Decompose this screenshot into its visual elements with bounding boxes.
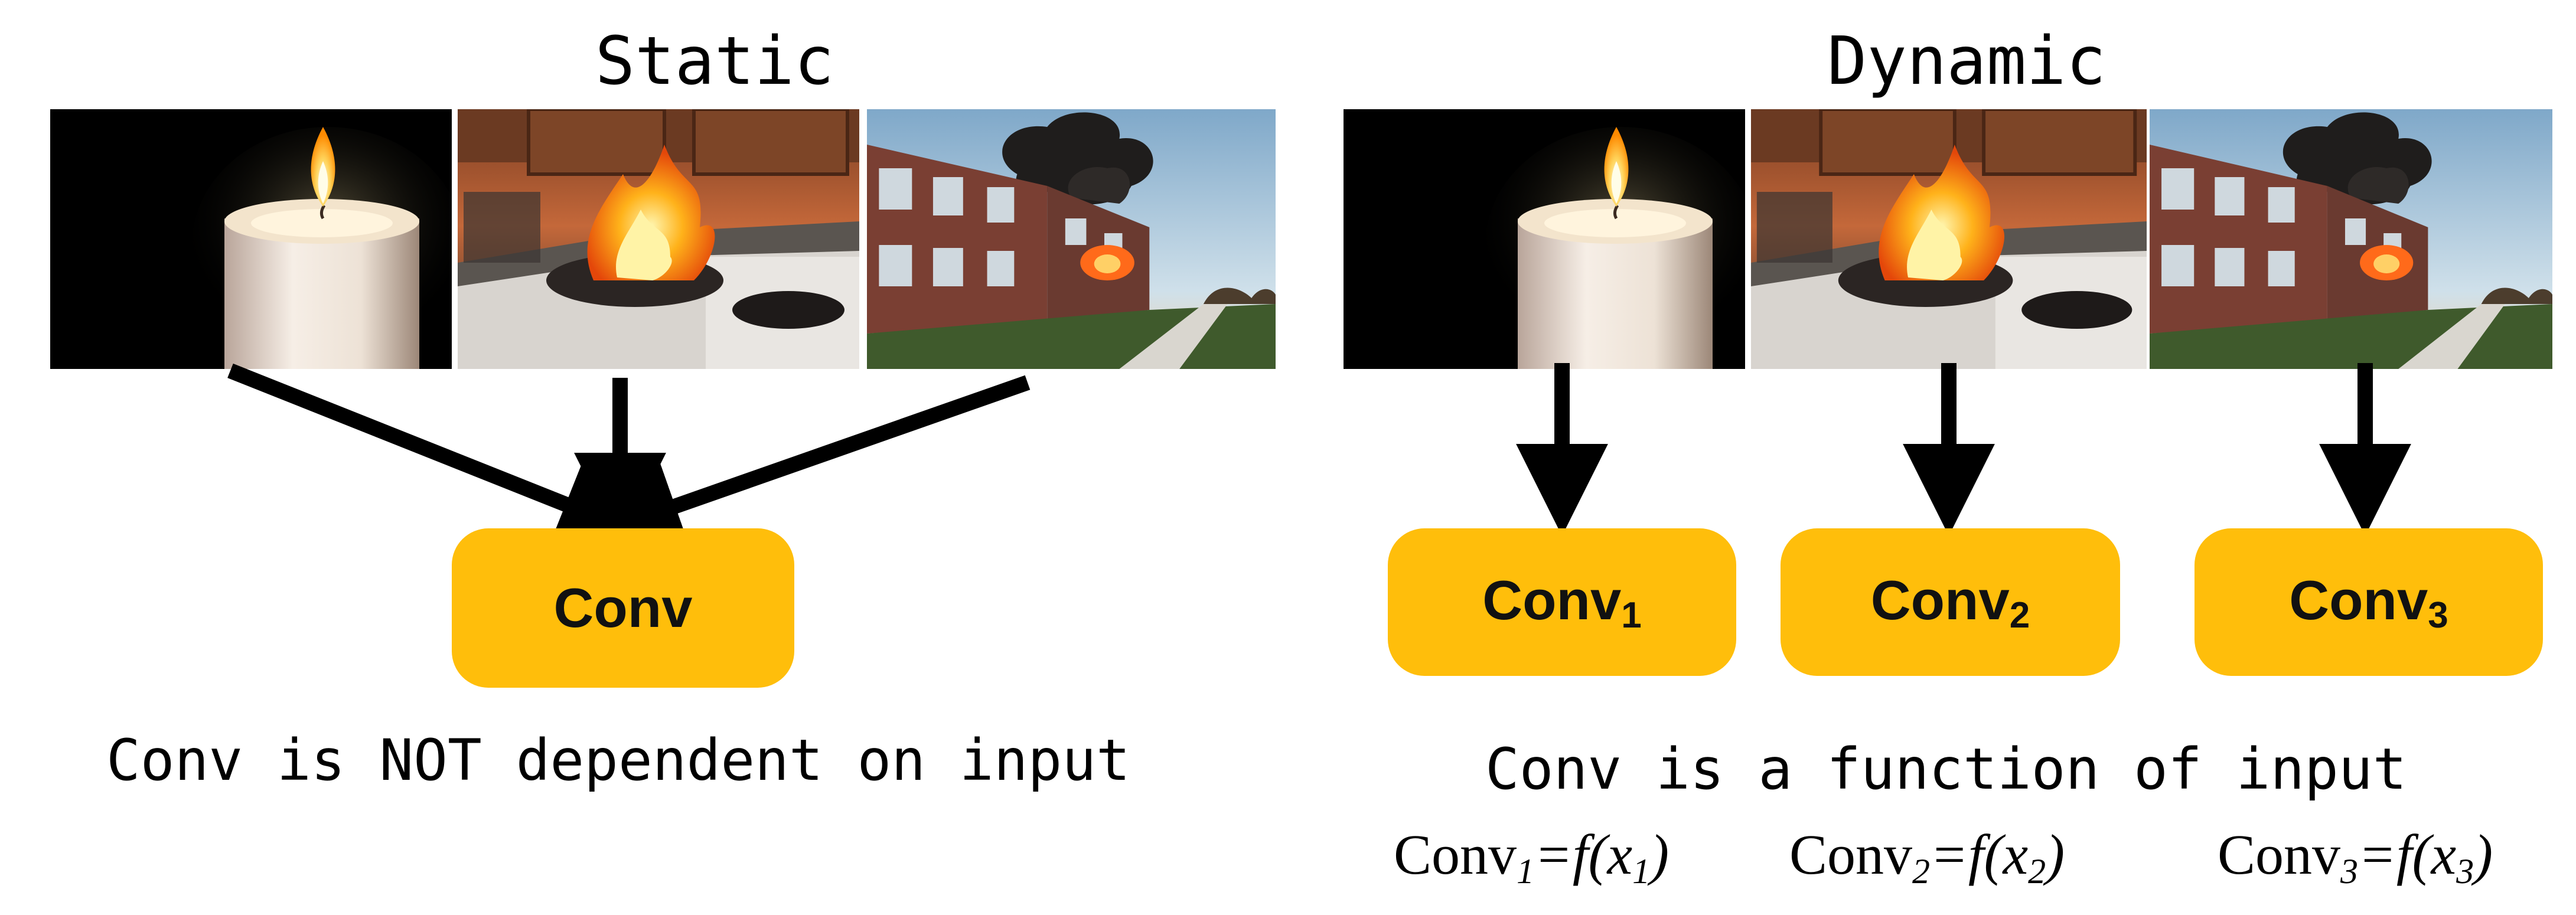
formula-1: Conv1=f(x1): [1394, 823, 1669, 891]
conv-box-label: Conv3: [2289, 568, 2448, 636]
static-title: Static: [595, 23, 834, 100]
conv-box-2: Conv2: [1781, 528, 2120, 676]
conv-box-static: Conv: [452, 528, 794, 688]
static-caption: Conv is NOT dependent on input: [106, 727, 1130, 793]
arrow: [588, 375, 1031, 550]
formula-2: Conv2=f(x2): [1789, 823, 2065, 891]
arrow: [227, 363, 651, 547]
conv-box-label: Conv: [553, 577, 693, 639]
dynamic-caption: Conv is a function of input: [1485, 736, 2407, 802]
conv-box-label: Conv2: [1870, 568, 2030, 636]
conv-box-3: Conv3: [2195, 528, 2543, 676]
dynamic-title: Dynamic: [1827, 23, 2106, 100]
conv-box-label: Conv1: [1482, 568, 1642, 636]
formula-3: Conv3=f(x3): [2218, 823, 2493, 891]
conv-box-1: Conv1: [1388, 528, 1736, 676]
